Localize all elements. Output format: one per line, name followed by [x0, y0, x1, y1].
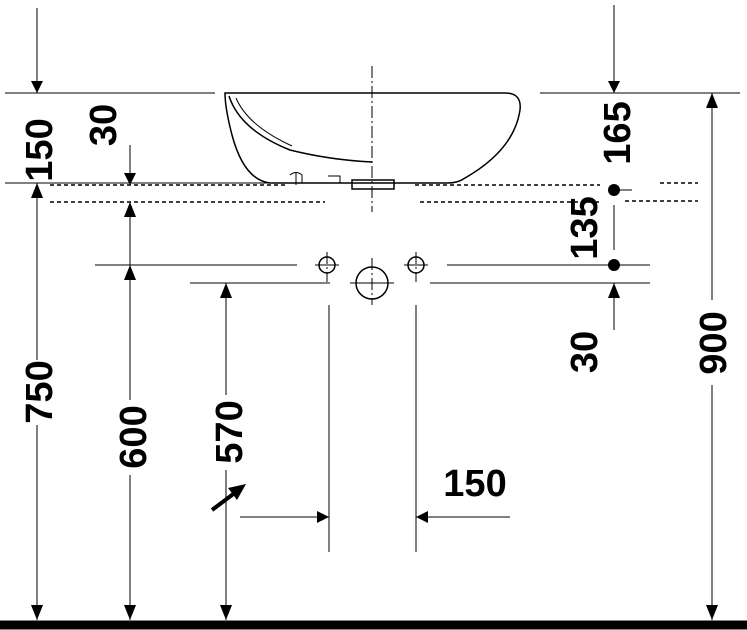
connection-symbols	[315, 184, 620, 300]
dim-165: 165	[597, 101, 639, 164]
washbasin	[224, 92, 521, 190]
reference-lines	[5, 92, 740, 284]
drain-outlet	[351, 179, 395, 190]
dim-900: 900	[693, 311, 735, 374]
dim-750: 750	[19, 360, 61, 423]
dim-570: 570	[209, 400, 251, 463]
dim-135: 135	[564, 196, 606, 259]
dim-150-left: 150	[19, 118, 61, 181]
dim-150-bottom: 150	[443, 463, 506, 505]
dim-30-left: 30	[83, 104, 125, 146]
dim-30-right: 30	[564, 331, 606, 373]
reference-dot-top	[608, 184, 620, 196]
dim-600: 600	[113, 405, 155, 468]
center-lines	[326, 66, 417, 305]
diagonal-arrow-icon	[210, 484, 246, 512]
reference-dot-bottom	[608, 259, 620, 271]
dimension-lines	[31, 5, 718, 620]
